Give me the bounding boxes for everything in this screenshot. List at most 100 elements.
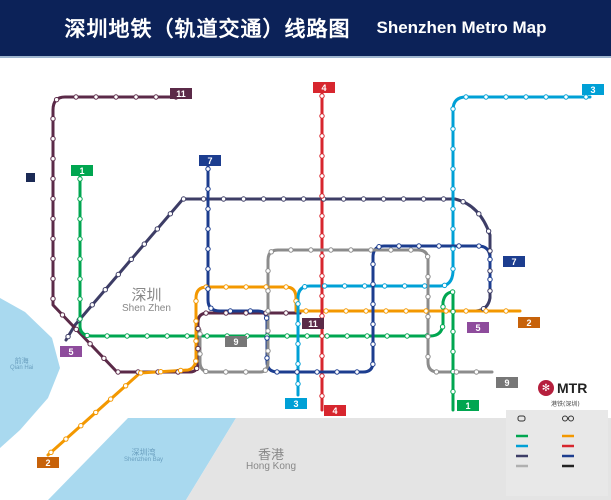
station-marker[interactable] <box>194 365 200 372</box>
station-marker[interactable] <box>50 236 56 242</box>
station-marker[interactable] <box>101 355 107 361</box>
station-marker[interactable] <box>334 369 340 375</box>
line-11-badge[interactable]: 11 <box>170 88 192 99</box>
station-marker[interactable] <box>93 94 99 100</box>
station-marker[interactable] <box>319 173 325 179</box>
station-marker[interactable] <box>108 396 114 402</box>
station-marker[interactable] <box>295 381 301 387</box>
station-marker[interactable] <box>50 196 56 202</box>
station-marker[interactable] <box>227 308 234 314</box>
station-marker[interactable] <box>425 293 431 300</box>
station-marker[interactable] <box>460 199 466 205</box>
station-marker[interactable] <box>343 308 349 314</box>
station-marker[interactable] <box>89 302 95 308</box>
station-marker[interactable] <box>294 369 300 375</box>
station-marker[interactable] <box>50 116 56 122</box>
station-marker[interactable] <box>319 253 325 259</box>
station-marker[interactable] <box>73 326 79 333</box>
station-marker[interactable] <box>50 156 56 162</box>
station-marker[interactable] <box>195 345 201 352</box>
station-marker[interactable] <box>423 308 429 314</box>
station-marker[interactable] <box>483 94 489 100</box>
station-marker[interactable] <box>184 333 190 339</box>
station-marker[interactable] <box>319 153 325 159</box>
station-marker[interactable] <box>328 247 334 253</box>
station-marker[interactable] <box>487 288 493 294</box>
station-marker[interactable] <box>240 196 247 202</box>
station-marker[interactable] <box>503 308 509 314</box>
station-marker[interactable] <box>361 283 368 289</box>
line-1-badge-east[interactable]: 1 <box>457 400 479 411</box>
station-marker[interactable] <box>424 253 431 260</box>
station-marker[interactable] <box>483 308 489 314</box>
station-marker[interactable] <box>87 341 93 347</box>
line-4-badge-south[interactable]: 4 <box>324 405 346 416</box>
station-marker[interactable] <box>321 283 328 289</box>
station-marker[interactable] <box>450 308 456 315</box>
station-marker[interactable] <box>302 284 308 290</box>
station-marker[interactable] <box>433 369 440 375</box>
station-marker[interactable] <box>450 106 456 112</box>
station-marker[interactable] <box>280 196 287 202</box>
line-1-track[interactable] <box>78 173 455 412</box>
station-marker[interactable] <box>193 298 199 304</box>
station-marker[interactable] <box>450 348 456 355</box>
line-1-badge[interactable]: 1 <box>71 165 93 176</box>
station-marker[interactable] <box>193 318 199 324</box>
station-marker[interactable] <box>138 370 144 376</box>
station-marker[interactable] <box>283 284 289 290</box>
line-3-badge[interactable]: 3 <box>582 84 604 95</box>
station-marker[interactable] <box>77 316 83 322</box>
station-marker[interactable] <box>436 243 442 249</box>
station-marker[interactable] <box>344 333 350 339</box>
station-marker[interactable] <box>283 310 289 316</box>
station-marker[interactable] <box>223 369 229 375</box>
station-marker[interactable] <box>295 361 301 367</box>
station-marker[interactable] <box>260 196 267 202</box>
station-marker[interactable] <box>262 367 269 373</box>
station-marker[interactable] <box>319 353 325 359</box>
station-marker[interactable] <box>113 94 119 100</box>
station-marker[interactable] <box>77 296 83 302</box>
station-marker[interactable] <box>583 94 589 100</box>
station-marker[interactable] <box>223 310 229 316</box>
station-marker[interactable] <box>416 243 422 249</box>
station-marker[interactable] <box>77 216 83 222</box>
station-marker[interactable] <box>563 94 569 100</box>
station-marker[interactable] <box>319 213 325 219</box>
station-marker[interactable] <box>264 355 270 361</box>
station-marker[interactable] <box>370 341 376 347</box>
station-marker[interactable] <box>319 193 325 199</box>
station-marker[interactable] <box>205 206 211 212</box>
station-marker[interactable] <box>144 333 150 339</box>
station-marker[interactable] <box>449 289 456 295</box>
station-marker[interactable] <box>205 186 211 192</box>
line-3-track[interactable] <box>296 95 592 397</box>
station-marker[interactable] <box>396 243 402 249</box>
station-marker[interactable] <box>324 333 330 339</box>
station-marker[interactable] <box>440 304 446 310</box>
station-marker[interactable] <box>319 393 325 399</box>
station-marker[interactable] <box>295 301 301 307</box>
station-marker[interactable] <box>208 305 214 311</box>
station-marker[interactable] <box>73 94 79 100</box>
station-marker[interactable] <box>450 266 456 272</box>
line-7-badge[interactable]: 7 <box>199 155 221 166</box>
station-marker[interactable] <box>450 146 456 152</box>
station-marker[interactable] <box>77 196 83 202</box>
station-marker[interactable] <box>450 328 456 335</box>
station-marker[interactable] <box>381 283 388 289</box>
station-marker[interactable] <box>319 273 325 279</box>
station-marker[interactable] <box>348 247 354 253</box>
station-marker[interactable] <box>284 333 290 339</box>
station-marker[interactable] <box>503 94 509 100</box>
line-11-track[interactable] <box>51 95 302 374</box>
station-marker[interactable] <box>154 226 161 232</box>
station-marker[interactable] <box>487 256 493 263</box>
station-marker[interactable] <box>476 211 482 217</box>
station-marker[interactable] <box>370 281 376 287</box>
line-5-track[interactable] <box>64 197 492 342</box>
station-marker[interactable] <box>77 256 83 262</box>
station-marker[interactable] <box>77 236 83 242</box>
station-marker[interactable] <box>180 196 187 202</box>
